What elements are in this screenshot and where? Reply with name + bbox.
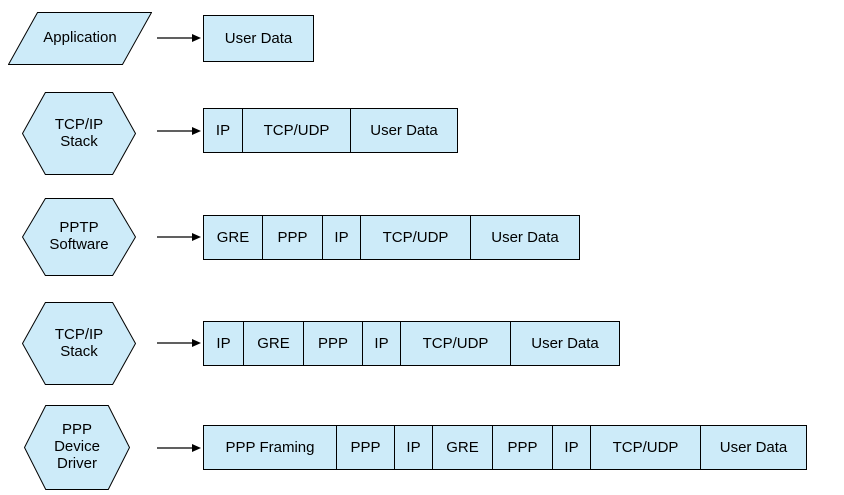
stage-label: Application [43, 29, 117, 47]
stage-label: TCP/IP Stack [54, 115, 104, 150]
arrow-head [192, 233, 201, 241]
packet-field: User Data [471, 216, 579, 259]
shape-outline [24, 405, 130, 490]
packet-field: TCP/UDP [401, 322, 511, 365]
packet-field: GRE [244, 322, 304, 365]
stage-shape-4: TCP/IP Stack [22, 302, 136, 385]
packet-field: IP [323, 216, 361, 259]
packet-field: PPP [304, 322, 363, 365]
hexagon-shape-icon [22, 198, 136, 276]
shape-outline [8, 12, 152, 65]
flow-arrow-icon-3 [157, 233, 201, 241]
flow-arrow-icon-2 [157, 127, 201, 135]
hexagon-shape-icon [22, 92, 136, 175]
packet-field: User Data [204, 16, 313, 61]
arrow-head [192, 339, 201, 347]
packet-field: IP [395, 426, 433, 469]
packet-field: IP [204, 109, 243, 152]
stage-label: TCP/IP Stack [54, 325, 104, 360]
stage-label: PPTP Software [49, 219, 109, 253]
stage-label: PPP Device Driver [54, 421, 100, 472]
arrow-head [192, 34, 201, 42]
shape-outline [22, 198, 136, 276]
parallelogram-shape-icon [8, 12, 152, 65]
packet-strip-1: User Data [203, 15, 314, 62]
packet-field: TCP/UDP [243, 109, 351, 152]
packet-field: TCP/UDP [591, 426, 701, 469]
packet-field: User Data [701, 426, 806, 469]
packet-field: User Data [351, 109, 457, 152]
packet-field: PPP [337, 426, 395, 469]
packet-field: IP [363, 322, 401, 365]
packet-field: PPP Framing [204, 426, 337, 469]
packet-field: IP [204, 322, 244, 365]
shape-outline [22, 302, 136, 385]
packet-field: PPP [263, 216, 323, 259]
stage-shape-5: PPP Device Driver [24, 405, 130, 490]
shape-outline [22, 92, 136, 175]
arrow-head [192, 444, 201, 452]
hexagon-shape-icon [24, 405, 130, 490]
packet-field: IP [553, 426, 591, 469]
packet-field: PPP [493, 426, 553, 469]
stage-shape-2: TCP/IP Stack [22, 92, 136, 175]
arrow-head [192, 127, 201, 135]
flow-arrow-icon-4 [157, 339, 201, 347]
stage-shape-3: PPTP Software [22, 198, 136, 276]
stage-shape-1: Application [8, 12, 152, 65]
packet-field: User Data [511, 322, 619, 365]
packet-field: TCP/UDP [361, 216, 471, 259]
flow-arrow-icon-1 [157, 34, 201, 42]
flow-arrow-icon-5 [157, 444, 201, 452]
packet-field: GRE [433, 426, 493, 469]
hexagon-shape-icon [22, 302, 136, 385]
packet-field: GRE [204, 216, 263, 259]
